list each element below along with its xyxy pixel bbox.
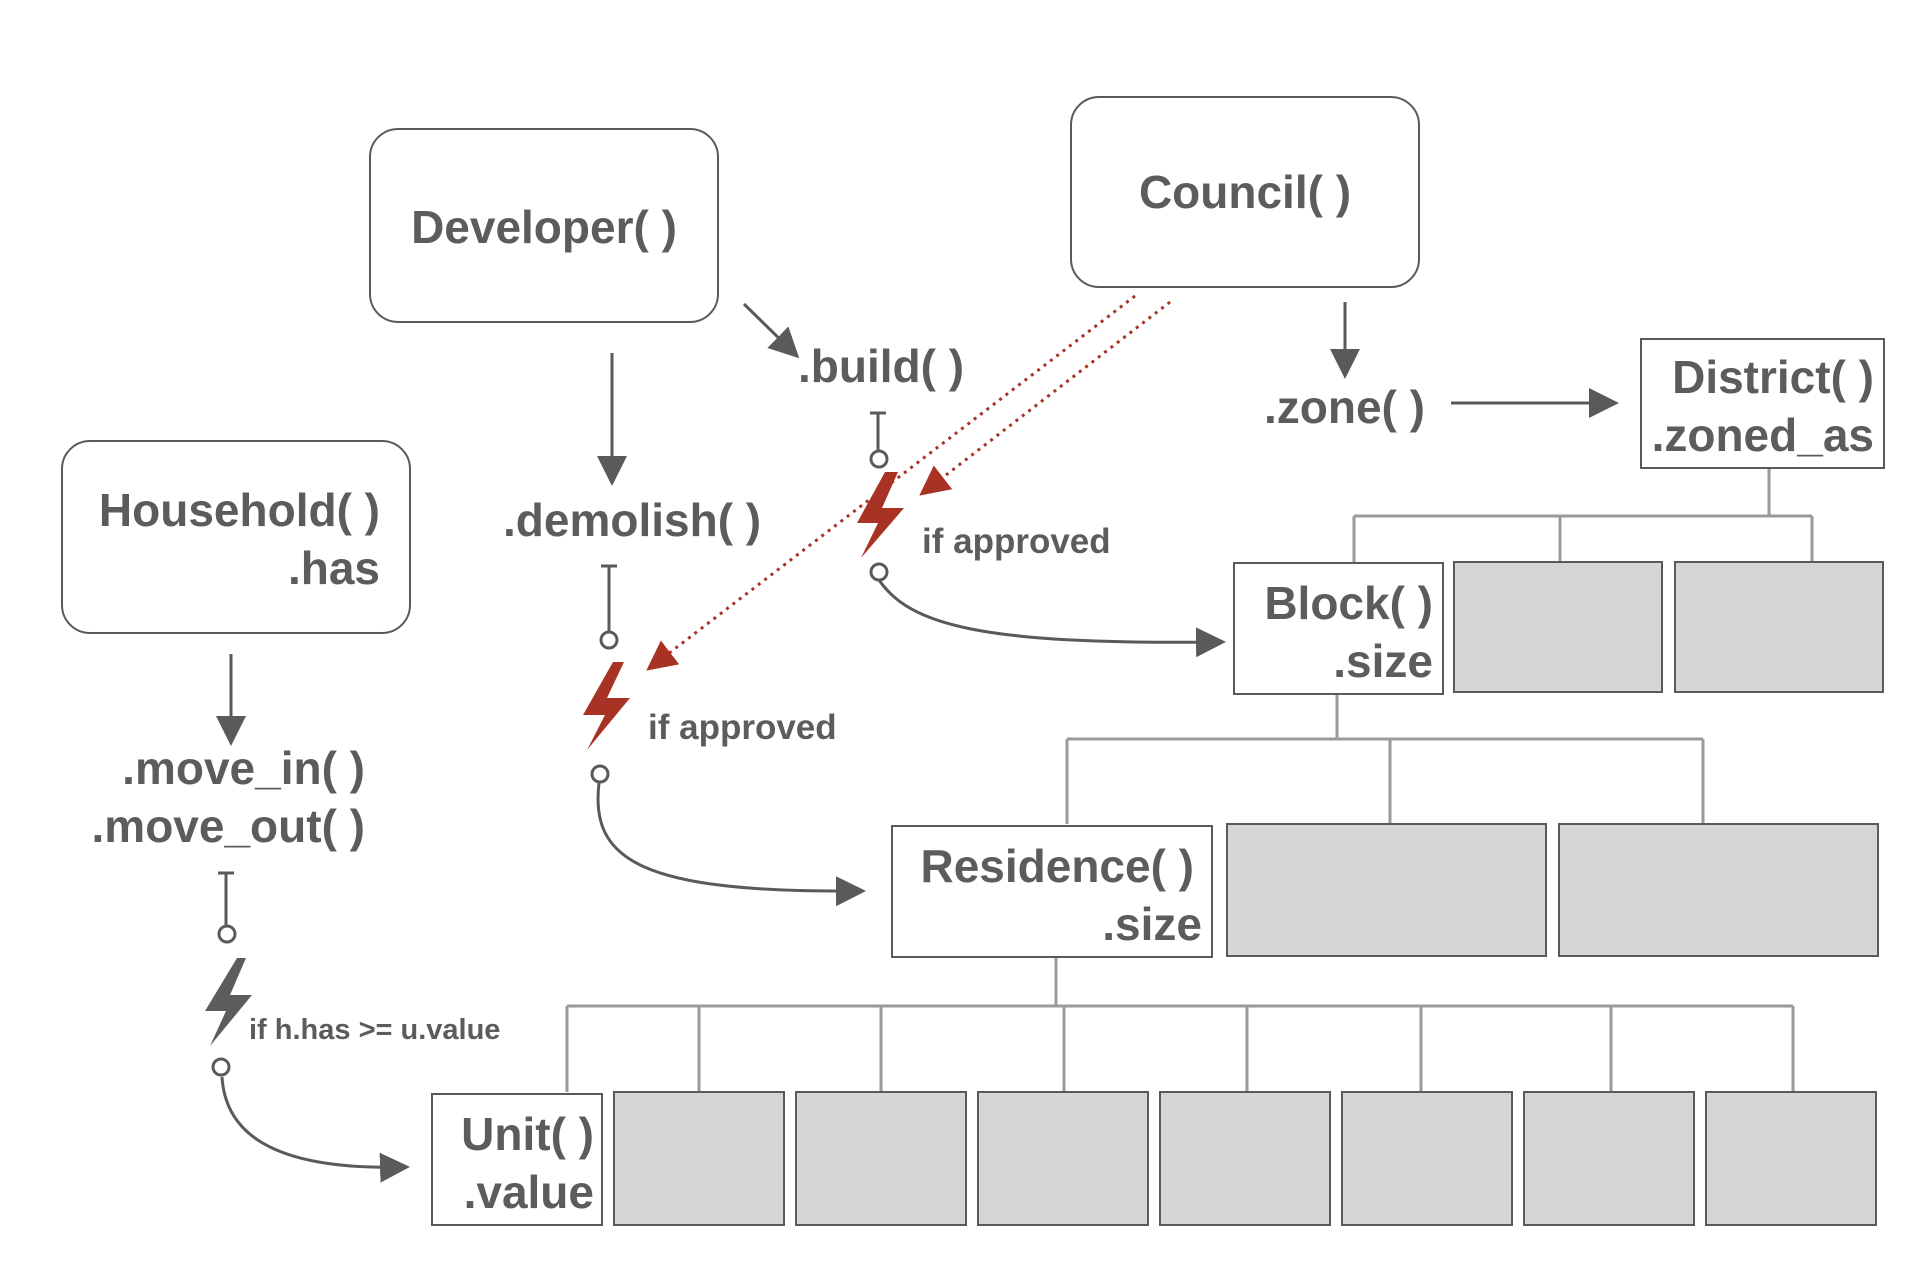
household-box: [61, 440, 411, 634]
circle-endpoint-icon: [599, 630, 619, 650]
circle-endpoint-icon: [590, 764, 610, 784]
unit-placeholder: [1523, 1091, 1695, 1226]
unit-attr: .value: [463, 1166, 594, 1218]
move-out-method: .move_out( ): [91, 800, 365, 852]
residence-box: [891, 825, 1213, 958]
residence-placeholder: [1558, 823, 1879, 957]
unit-label: Unit( ): [461, 1108, 594, 1160]
move-in-method: .move_in( ): [122, 742, 365, 794]
developer-label: Developer( ): [411, 201, 677, 253]
hierarchy-connectors: [565, 469, 1814, 1092]
placeholder-siblings: [613, 561, 1884, 1226]
unit-placeholder: [795, 1091, 967, 1226]
district-box: [1640, 338, 1885, 469]
lightning-icon: [857, 472, 904, 558]
circle-endpoint-icon: [211, 1057, 231, 1077]
block-placeholder: [1674, 561, 1884, 693]
circle-endpoint-icon: [869, 449, 889, 469]
council-box: [1070, 96, 1420, 288]
residence-label: Residence( ): [920, 840, 1194, 892]
unit-placeholder: [1705, 1091, 1877, 1226]
unit-placeholder: [1159, 1091, 1331, 1226]
demolish-method: .demolish( ): [503, 494, 762, 546]
move-to-unit-arrow: [220, 1076, 410, 1183]
call-arrows: [216, 302, 1619, 1183]
circle-endpoint-icon: [869, 562, 889, 582]
unit-placeholder: [1341, 1091, 1513, 1226]
build-to-block-arrow: [877, 579, 1226, 658]
household-condition: if h.has >= u.value: [249, 1014, 501, 1046]
build-condition: if approved: [922, 522, 1111, 561]
block-box: [1233, 562, 1444, 695]
unit-placeholder: [613, 1091, 785, 1226]
unit-box: [431, 1093, 603, 1226]
veto-build-arrow: [919, 300, 1171, 496]
block-placeholder: [1453, 561, 1663, 693]
inhibit-connectors: [211, 411, 889, 1077]
demolish-to-residence-arrow: [596, 782, 866, 907]
residence-attr: .size: [1102, 898, 1202, 950]
district-label: District( ): [1672, 351, 1874, 403]
developer-to-build-arrow: [742, 302, 800, 359]
lightning-icon: [205, 958, 252, 1046]
block-label: Block( ): [1264, 577, 1433, 629]
lightning-icon: [583, 662, 630, 750]
district-attr: .zoned_as: [1651, 409, 1874, 461]
household-attr: .has: [287, 542, 380, 594]
household-label: Household( ): [98, 484, 380, 536]
circle-endpoint-icon: [217, 924, 237, 944]
developer-box: [369, 128, 719, 323]
residence-placeholder: [1226, 823, 1547, 957]
build-method: .build( ): [798, 340, 965, 392]
demolish-condition: if approved: [648, 708, 837, 747]
block-attr: .size: [1333, 635, 1433, 687]
zone-method: .zone( ): [1264, 381, 1425, 433]
council-label: Council( ): [1138, 166, 1352, 218]
unit-placeholder: [977, 1091, 1149, 1226]
